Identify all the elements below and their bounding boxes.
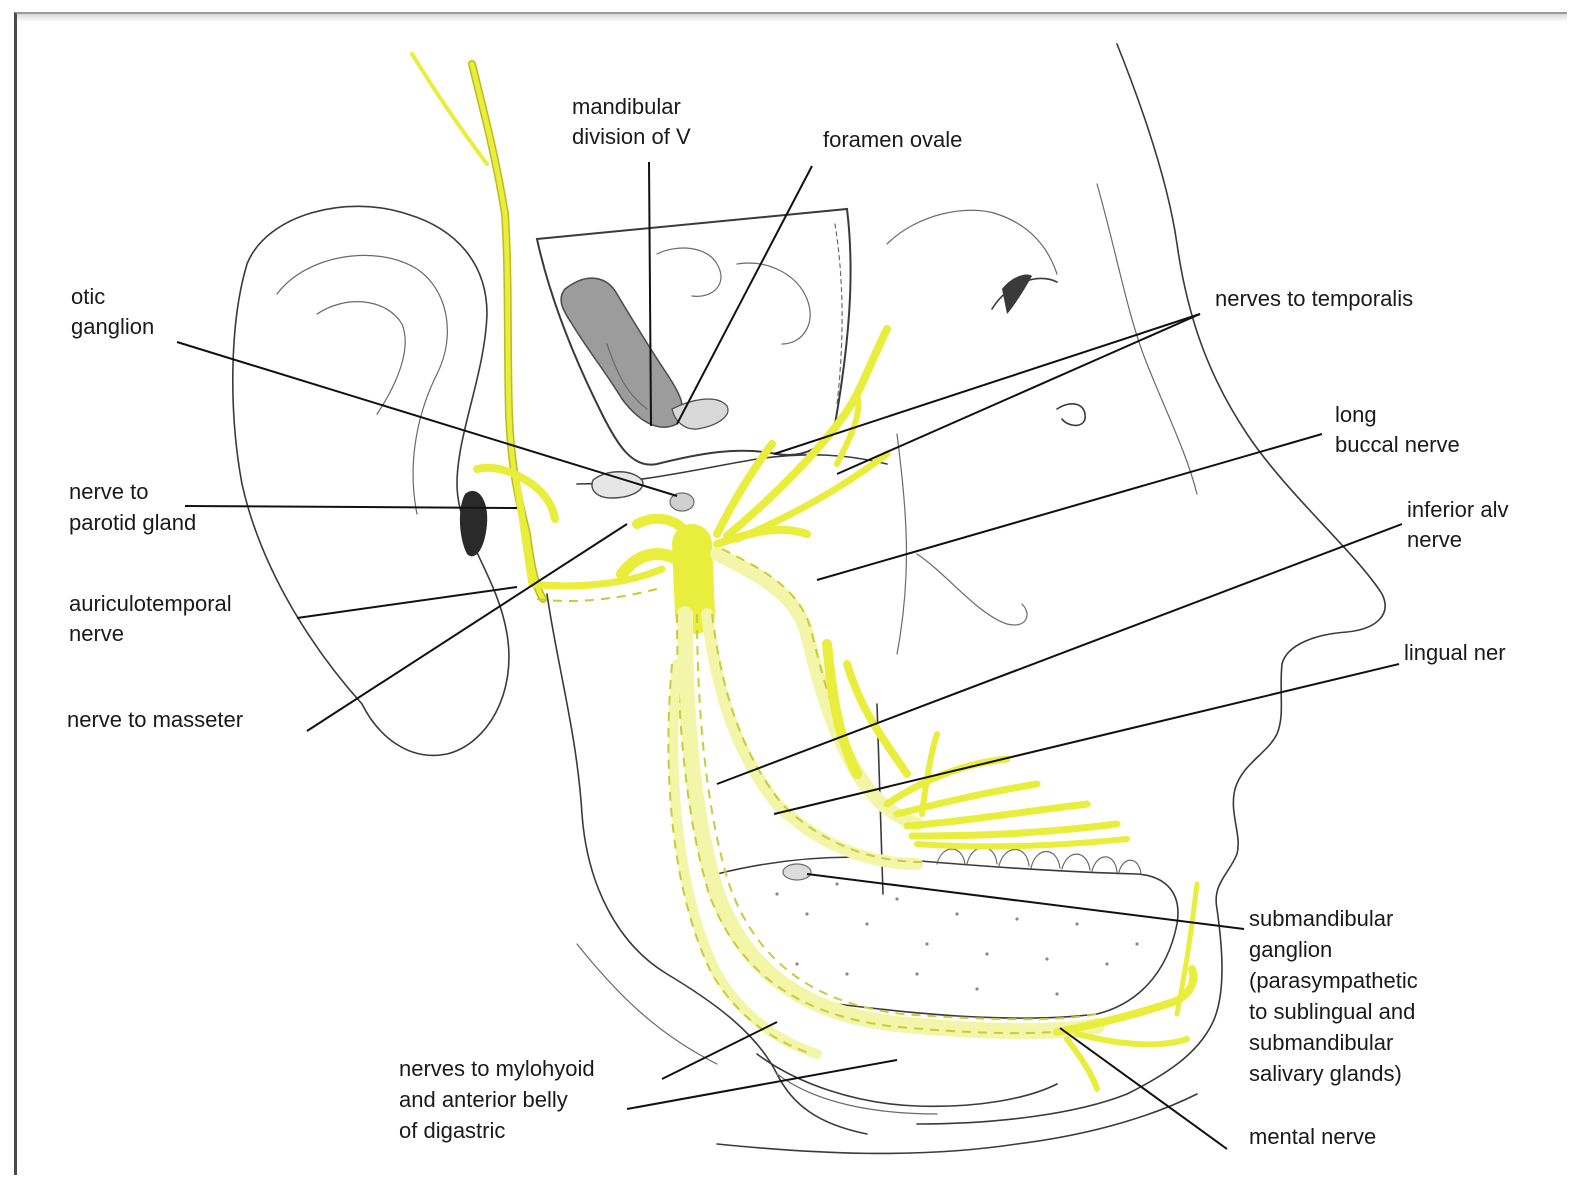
label-otic-ganglion: otic ganglion bbox=[71, 284, 154, 339]
cheek-contour bbox=[1097, 184, 1197, 494]
label-foramen-ovale: foramen ovale bbox=[823, 127, 962, 152]
neck-muscle bbox=[577, 944, 717, 1064]
auriculotemporal-trunk bbox=[517, 484, 662, 586]
leader-long-buccal bbox=[817, 434, 1322, 580]
label-nerve-to-masseter: nerve to masseter bbox=[67, 707, 243, 732]
leader-lingual bbox=[774, 664, 1399, 814]
mandibular-nerve-diagram: mandibular division of V foramen ovale o… bbox=[17, 14, 1567, 1175]
mental-nerve-branch-2 bbox=[1067, 1039, 1097, 1089]
skull-window bbox=[537, 209, 851, 465]
mandibular-trunk bbox=[692, 544, 695, 614]
label-long-buccal-nerve: long buccal nerve bbox=[1335, 402, 1460, 457]
leader-mylohyoid-1 bbox=[662, 1022, 777, 1079]
label-mental-nerve: mental nerve bbox=[1249, 1124, 1376, 1149]
leader-auriculotemporal bbox=[297, 587, 517, 618]
leader-submandibular bbox=[807, 874, 1244, 929]
cheek-crease bbox=[917, 554, 1027, 625]
ear-inner bbox=[277, 255, 447, 514]
mental-nerve-branch-1 bbox=[1077, 1034, 1187, 1044]
face-profile bbox=[917, 44, 1385, 1124]
ear-outline bbox=[233, 206, 509, 755]
hyoid-region bbox=[757, 1054, 1057, 1106]
label-submandibular-ganglion: submandibular ganglion (parasympathetic … bbox=[1249, 906, 1424, 1086]
masseter-edge bbox=[897, 434, 906, 654]
label-lingual-nerve: lingual ner bbox=[1404, 640, 1506, 665]
nerves bbox=[412, 54, 1197, 1089]
otic-ganglion bbox=[592, 472, 643, 498]
bone-stipple bbox=[775, 882, 1138, 995]
leader-mylohyoid-2 bbox=[627, 1060, 897, 1109]
trunk-to-otic bbox=[637, 519, 687, 534]
leader-masseter bbox=[307, 524, 627, 731]
head-line-art bbox=[233, 44, 1385, 1153]
ear-inner-fold bbox=[317, 302, 405, 414]
label-nerves-to-mylohyoid: nerves to mylohyoid and anterior belly o… bbox=[399, 1056, 601, 1143]
eye-lash-shadow bbox=[1002, 275, 1032, 314]
label-auriculotemporal-nerve: auriculotemporal nerve bbox=[69, 591, 238, 646]
temporal-line bbox=[887, 210, 1057, 274]
label-nerves-to-temporalis: nerves to temporalis bbox=[1215, 286, 1413, 311]
submandibular-ganglion bbox=[783, 864, 811, 880]
label-inferior-alveolar-nerve: inferior alv nerve bbox=[1407, 497, 1515, 552]
label-mandibular-division: mandibular division of V bbox=[572, 94, 691, 149]
lingual-fan-5 bbox=[917, 839, 1127, 846]
long-buccal-pale bbox=[717, 554, 917, 824]
leader-temporalis-2 bbox=[837, 314, 1200, 474]
ear-canal-shadow bbox=[460, 491, 487, 556]
inferior-alveolar-dashed-a bbox=[677, 614, 1087, 1033]
inferior-alveolar-pale bbox=[685, 614, 1097, 1031]
auriculotemporal-dashed bbox=[537, 589, 657, 601]
label-nerve-to-parotid-gland: nerve to parotid gland bbox=[69, 479, 196, 535]
figure-frame: mandibular division of V foramen ovale o… bbox=[14, 12, 1567, 1175]
nostril bbox=[1057, 404, 1085, 426]
